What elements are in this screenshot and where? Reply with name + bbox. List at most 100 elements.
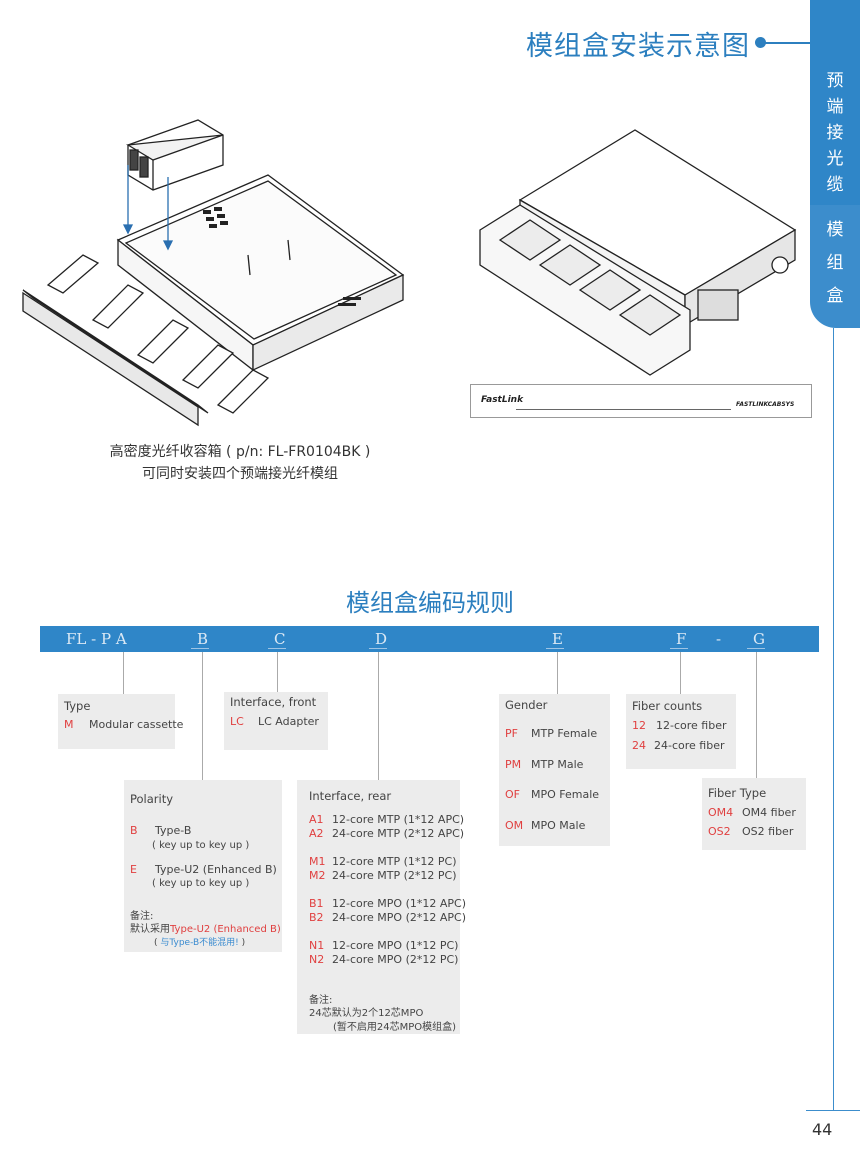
title-rule [765, 42, 810, 44]
polarity-note-highlight: Type-U2 (Enhanced B) [170, 924, 281, 935]
code-segment-d: D [375, 630, 388, 648]
type-text: Modular cassette [89, 718, 184, 731]
fiber-counts-text: 24-core fiber [654, 739, 725, 752]
connector-fiber-type [756, 652, 757, 778]
underline-f [670, 648, 688, 649]
polarity-code-b: B [130, 824, 138, 837]
fiber-type-text: OM4 fiber [742, 806, 796, 819]
side-char: 光 [826, 149, 844, 169]
side-char: 端 [826, 97, 844, 117]
rear-text: 12-core MTP (1*12 APC) [332, 813, 465, 826]
type-box: Type M Modular cassette [58, 694, 183, 749]
rear-code: B1 [309, 897, 324, 910]
polarity-note-b: ( key up to key up ) [152, 840, 250, 851]
polarity-warning-open: ( [154, 938, 158, 948]
polarity-note-line: 默认采用Type-U2 (Enhanced B) [130, 920, 281, 935]
polarity-code-e: E [130, 863, 137, 876]
polarity-note-label: 备注: [130, 911, 154, 922]
polarity-warning-text: 与Type-B不能混用! [160, 938, 239, 948]
page-rule [806, 1110, 860, 1111]
code-segment-e: E [552, 630, 563, 648]
rear-code: M2 [309, 869, 326, 882]
rear-text: 24-core MTP (2*12 APC) [332, 827, 465, 840]
connector-type [123, 652, 124, 694]
coding-subtitle: 模组盒编码规则 [346, 589, 514, 617]
rear-row: A2 24-core MTP (2*12 APC) [309, 827, 464, 840]
type-row: M Modular cassette [64, 718, 183, 731]
side-rule [833, 328, 834, 1110]
rear-row: B1 12-core MPO (1*12 APC) [309, 897, 466, 910]
label-brand-right: FASTLINKCABSYS [736, 401, 795, 408]
rear-code: A1 [309, 813, 324, 826]
code-prefix: FL - P A [66, 630, 127, 648]
side-char: 预 [826, 71, 844, 91]
fiber-counts-heading: Fiber counts [632, 699, 703, 713]
type-code: M [64, 718, 74, 731]
polarity-row-e: E Type-U2 (Enhanced B) [130, 863, 277, 876]
polarity-warning-close: ) [241, 938, 246, 948]
enclosure-assembled-illustration [479, 129, 797, 376]
rear-code: N2 [309, 953, 325, 966]
caption-line: 可同时安装四个预端接光纤模组 [142, 466, 338, 482]
label-rule [516, 409, 731, 410]
enclosure-exploded-illustration [22, 119, 405, 427]
fiber-type-code: OS2 [708, 825, 731, 838]
enclosure-label-strip: FastLink FASTLINKCABSYS [470, 384, 812, 418]
figure-caption: 高密度光纤收容箱 ( p/n: FL-FR0104BK ) 可同时安装四个预端接… [60, 441, 420, 485]
rear-code: M1 [309, 855, 326, 868]
connector-gender [557, 652, 558, 694]
polarity-text-b: Type-B [155, 824, 192, 837]
polarity-row-b: B Type-B [130, 824, 191, 837]
rear-row: B2 24-core MPO (2*12 APC) [309, 911, 466, 924]
rear-code: N1 [309, 939, 325, 952]
rear-row: M2 24-core MTP (2*12 PC) [309, 869, 457, 882]
fiber-counts-text: 12-core fiber [656, 719, 727, 732]
rear-text: 12-core MTP (1*12 PC) [332, 855, 457, 868]
gender-code: OM [505, 819, 524, 832]
gender-heading: Gender [505, 698, 548, 712]
code-segment-g: G [753, 630, 765, 648]
code-segment-f: F [676, 630, 687, 648]
fiber-counts-code: 24 [632, 739, 646, 752]
underline-g [747, 648, 765, 649]
polarity-text-e: Type-U2 (Enhanced B) [155, 863, 277, 876]
front-heading: Interface, front [230, 695, 317, 709]
rear-code: B2 [309, 911, 324, 924]
gender-text: MPO Female [531, 788, 600, 801]
rear-text: 12-core MPO (1*12 APC) [332, 897, 466, 910]
rear-text: 24-core MTP (2*12 PC) [332, 869, 457, 882]
connector-polarity [202, 652, 203, 780]
side-char: 接 [826, 123, 844, 143]
page-title: 模组盒安装示意图 [526, 31, 750, 62]
rear-heading: Interface, rear [309, 789, 392, 803]
polarity-warning: ( 与Type-B不能混用! ) [154, 935, 245, 948]
connector-fiber-counts [680, 652, 681, 694]
rear-code: A2 [309, 827, 324, 840]
rear-text: 24-core MPO (2*12 APC) [332, 911, 466, 924]
fiber-type-heading: Fiber Type [708, 786, 767, 800]
rear-row: A1 12-core MTP (1*12 APC) [309, 813, 464, 826]
front-text: LC Adapter [258, 715, 319, 728]
rear-note-line: 24芯默认为2个12芯MPO [309, 1008, 424, 1019]
rear-note-line: (暂不启用24芯MPO模组盒) [333, 1022, 457, 1033]
rear-row: M1 12-core MTP (1*12 PC) [309, 855, 457, 868]
rear-note-label: 备注: [309, 995, 333, 1006]
underline-b [191, 648, 209, 649]
fiber-counts-row: 24 24-core fiber [632, 739, 725, 752]
connector-rear [378, 652, 379, 780]
polarity-note-e: ( key up to key up ) [152, 878, 250, 889]
side-char: 组 [826, 253, 844, 273]
type-heading: Type [64, 699, 91, 713]
gender-code: PM [505, 758, 522, 771]
